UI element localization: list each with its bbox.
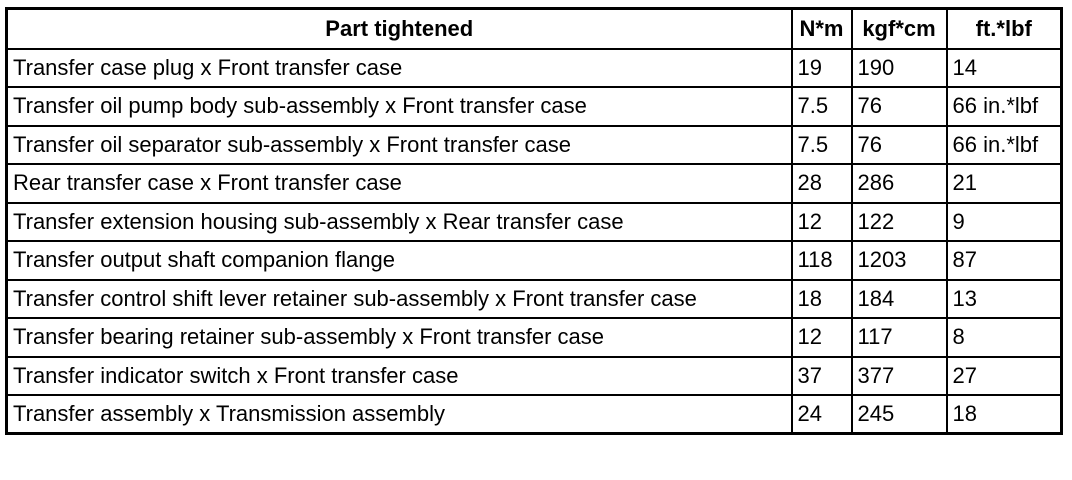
cell-kgf-cm: 1203 [850,240,948,281]
cell-kgf-cm: 76 [850,86,948,127]
table-row: Transfer output shaft companion flange 1… [5,240,1063,281]
cell-nm: 12 [790,317,853,358]
cell-kgf-cm: 286 [850,163,948,204]
table-row: Transfer case plug x Front transfer case… [5,47,1063,88]
table-row: Transfer control shift lever retainer su… [5,278,1063,319]
table-row: Transfer extension housing sub-assembly … [5,201,1063,242]
cell-part: Rear transfer case x Front transfer case [5,163,793,204]
cell-nm: 24 [790,394,853,435]
cell-kgf-cm: 377 [850,355,948,396]
table-row: Transfer oil pump body sub-assembly x Fr… [5,86,1063,127]
cell-ft-lbf: 18 [945,394,1063,435]
table-row: Transfer bearing retainer sub-assembly x… [5,317,1063,358]
cell-part: Transfer oil pump body sub-assembly x Fr… [5,86,793,127]
cell-ft-lbf: 87 [945,240,1063,281]
cell-kgf-cm: 245 [850,394,948,435]
cell-kgf-cm: 122 [850,201,948,242]
cell-part: Transfer bearing retainer sub-assembly x… [5,317,793,358]
header-nm: N*m [790,7,853,50]
cell-nm: 118 [790,240,853,281]
cell-nm: 7.5 [790,124,853,165]
cell-part: Transfer control shift lever retainer su… [5,278,793,319]
table-row: Transfer assembly x Transmission assembl… [5,394,1063,435]
cell-ft-lbf: 8 [945,317,1063,358]
cell-nm: 28 [790,163,853,204]
cell-kgf-cm: 117 [850,317,948,358]
header-row: Part tightened N*m kgf*cm ft.*lbf [5,7,1063,50]
cell-part: Transfer output shaft companion flange [5,240,793,281]
cell-kgf-cm: 184 [850,278,948,319]
cell-ft-lbf: 13 [945,278,1063,319]
cell-part: Transfer case plug x Front transfer case [5,47,793,88]
cell-nm: 18 [790,278,853,319]
cell-ft-lbf: 66 in.*lbf [945,86,1063,127]
table-row: Rear transfer case x Front transfer case… [5,163,1063,204]
table-row: Transfer oil separator sub-assembly x Fr… [5,124,1063,165]
cell-ft-lbf: 66 in.*lbf [945,124,1063,165]
header-part-tightened: Part tightened [5,7,793,50]
table-row: Transfer indicator switch x Front transf… [5,355,1063,396]
cell-ft-lbf: 27 [945,355,1063,396]
cell-nm: 12 [790,201,853,242]
cell-ft-lbf: 14 [945,47,1063,88]
header-kgf-cm: kgf*cm [850,7,948,50]
torque-spec-table: Part tightened N*m kgf*cm ft.*lbf Transf… [5,7,1063,435]
cell-part: Transfer assembly x Transmission assembl… [5,394,793,435]
cell-ft-lbf: 9 [945,201,1063,242]
cell-nm: 7.5 [790,86,853,127]
cell-kgf-cm: 76 [850,124,948,165]
cell-ft-lbf: 21 [945,163,1063,204]
header-ft-lbf: ft.*lbf [945,7,1063,50]
cell-nm: 19 [790,47,853,88]
cell-part: Transfer oil separator sub-assembly x Fr… [5,124,793,165]
cell-kgf-cm: 190 [850,47,948,88]
cell-nm: 37 [790,355,853,396]
cell-part: Transfer extension housing sub-assembly … [5,201,793,242]
cell-part: Transfer indicator switch x Front transf… [5,355,793,396]
